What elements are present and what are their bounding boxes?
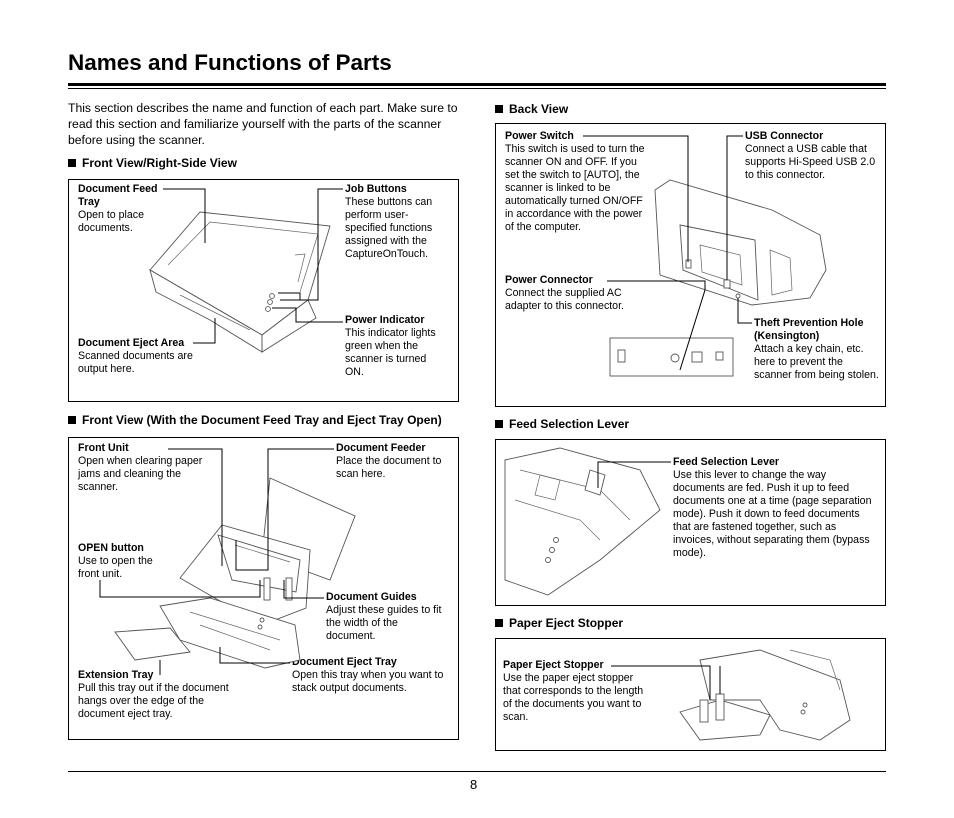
figure-back-view: [495, 123, 886, 407]
page-title: Names and Functions of Parts: [68, 50, 392, 75]
scanner-open-drawing: [114, 477, 356, 669]
label-paper-eject-stopper: Paper Eject Stopper Use the paper eject …: [503, 659, 644, 723]
section-heading-front-open: Front View (With the Document Feed Tray …: [68, 413, 442, 427]
footer-rule: [68, 771, 886, 772]
eject-stopper-drawing: [679, 649, 851, 741]
label-job-buttons: Job Buttons These buttons can perform us…: [345, 183, 433, 260]
scanner-back-drawing: [609, 179, 827, 377]
label-theft-prevention-hole: Theft Prevention Hole (Kensington) Attac…: [754, 317, 879, 381]
section-heading-eject-stopper: Paper Eject Stopper: [495, 616, 623, 630]
label-open-button: OPEN button Use to open the front unit.: [78, 542, 153, 580]
figure-feed-lever: [495, 439, 886, 606]
title-rule: [68, 83, 886, 86]
figure-front-right: [68, 179, 459, 402]
page-number: 8: [470, 777, 478, 792]
label-document-guides: Document Guides Adjust these guides to f…: [326, 591, 442, 642]
label-document-feeder: Document Feeder Place the document to sc…: [336, 442, 442, 480]
label-feed-selection-lever: Feed Selection Lever Use this lever to c…: [673, 456, 872, 559]
title-rule-thin: [68, 88, 886, 89]
label-power-indicator: Power Indicator This indicator lights gr…: [345, 314, 436, 378]
label-document-eject-tray: Document Eject Tray Open this tray when …: [292, 656, 444, 694]
label-front-unit: Front Unit Open when clearing paper jams…: [78, 442, 203, 493]
label-usb-connector: USB Connector Connect a USB cable that s…: [745, 130, 876, 181]
bullet-square-icon: [495, 105, 503, 113]
label-extension-tray: Extension Tray Pull this tray out if the…: [78, 669, 229, 720]
bullet-square-icon: [495, 619, 503, 627]
intro-paragraph: This section describes the name and func…: [68, 101, 458, 147]
scanner-front-drawing: [149, 211, 331, 353]
figure-eject-stopper: [495, 638, 886, 751]
label-document-eject-area: Document Eject Area Scanned documents ar…: [78, 337, 193, 375]
section-heading-feed-lever: Feed Selection Lever: [495, 417, 629, 431]
label-power-switch: Power Switch This switch is used to turn…: [505, 130, 645, 233]
label-document-feed-tray: Document Feed Tray Open to place documen…: [78, 183, 158, 234]
section-heading-front-right: Front View/Right-Side View: [68, 156, 237, 170]
figure-front-open: [68, 437, 459, 740]
section-heading-back-view: Back View: [495, 102, 568, 116]
bullet-square-icon: [495, 420, 503, 428]
label-power-connector: Power Connector Connect the supplied AC …: [505, 274, 624, 312]
bullet-square-icon: [68, 416, 76, 424]
bullet-square-icon: [68, 159, 76, 167]
feed-lever-drawing: [504, 447, 661, 596]
